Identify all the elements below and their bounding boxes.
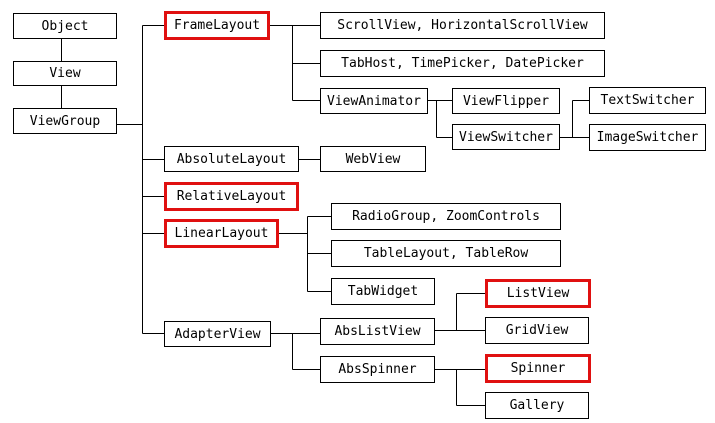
node-relativelayout: RelativeLayout	[164, 182, 299, 211]
node-tabhost-timepicker-datepicker: TabHost, TimePicker, DatePicker	[320, 50, 605, 77]
node-gridview: GridView	[485, 317, 589, 344]
node-gallery: Gallery	[485, 392, 589, 419]
node-tabwidget: TabWidget	[331, 278, 435, 305]
node-viewflipper: ViewFlipper	[452, 88, 560, 114]
node-imageswitcher: ImageSwitcher	[589, 124, 706, 151]
node-linearlayout: LinearLayout	[164, 219, 279, 248]
node-viewgroup: ViewGroup	[13, 108, 117, 134]
node-absolutelayout: AbsoluteLayout	[164, 146, 299, 172]
node-object: Object	[13, 13, 117, 39]
node-framelayout: FrameLayout	[164, 11, 270, 40]
node-scrollview-horizontalscrollview: ScrollView, HorizontalScrollView	[320, 12, 605, 39]
node-radiogroup-zoomcontrols: RadioGroup, ZoomControls	[331, 203, 561, 230]
node-viewanimator: ViewAnimator	[320, 88, 428, 114]
node-tablelayout-tablerow: TableLayout, TableRow	[331, 240, 561, 267]
node-webview: WebView	[320, 146, 426, 172]
node-textswitcher: TextSwitcher	[589, 87, 706, 114]
node-listview: ListView	[485, 279, 591, 308]
node-adapterview: AdapterView	[164, 321, 271, 347]
node-spinner: Spinner	[485, 354, 591, 383]
node-abslistview: AbsListView	[320, 318, 435, 345]
node-absspinner: AbsSpinner	[320, 356, 435, 383]
node-view: View	[13, 61, 117, 86]
node-viewswitcher: ViewSwitcher	[452, 124, 560, 150]
